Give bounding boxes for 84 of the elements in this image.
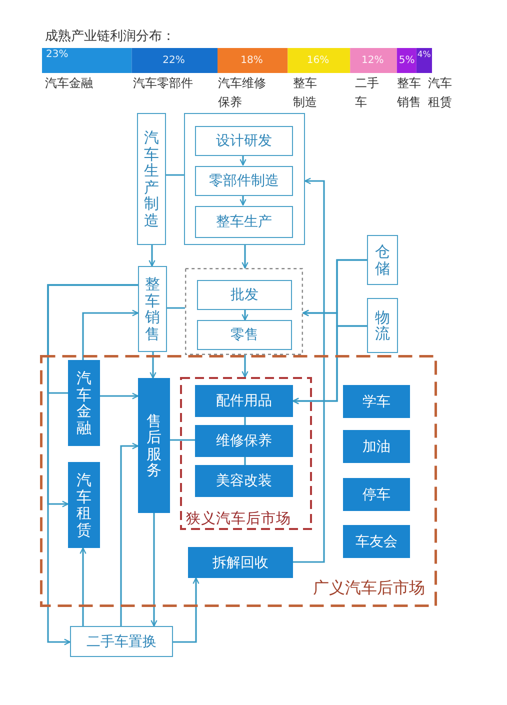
node-label: 整车销售 [145,276,160,342]
node-label: 仓储 [375,244,390,276]
arrow [148,245,156,267]
connector-line [244,417,246,425]
node-label: 零售 [230,326,260,345]
series-label: 整车制造 [293,75,317,111]
node-label: 加油 [362,438,392,456]
chart-title: 成熟产业链利润分布： [45,28,175,46]
series-label: 整车销售 [397,75,421,111]
node-label: 物流 [375,309,390,342]
value-label: 22% [162,55,185,67]
process-box [138,378,170,513]
connector-line [167,307,185,309]
arrow [240,155,246,166]
process-box [70,626,173,657]
arrow [82,310,139,360]
node-label: 美容改装 [215,472,273,491]
node-label: 批发 [230,286,260,305]
arrow [173,577,200,643]
process-box [68,360,100,446]
node-label: 狭义汽车后市场 [186,510,291,528]
series-label: 汽车零部件 [133,75,193,92]
process-box [367,298,398,353]
node-label: 汽车金融 [76,370,92,436]
value-label: 18% [240,55,263,67]
node-label: 停车 [362,486,392,504]
process-box [188,547,293,578]
arrow [100,392,139,400]
node-label: 整车生产 [215,213,273,232]
dashed-region [40,355,437,607]
arrow [292,325,367,404]
connector-line [170,439,195,441]
process-box [197,320,292,350]
arrow [150,513,158,627]
series-label: 汽车租赁 [428,75,452,111]
node-label: 拆解回收 [212,554,270,572]
node-label: 配件用品 [215,392,273,411]
group-box [184,113,305,245]
value-label: 5% [398,55,415,67]
node-label: 售后服务 [146,412,162,478]
process-box [137,113,166,245]
arrow [240,195,246,206]
node-label: 零部件制造 [208,172,280,191]
process-box [195,126,293,156]
arrow [120,442,139,626]
process-box [367,235,398,285]
arrow [242,355,248,378]
process-box [343,478,410,511]
arrow [150,352,156,379]
node-label: 二手车置换 [86,632,158,652]
process-box [343,525,410,558]
process-box [343,430,410,463]
process-box [195,465,293,497]
node-label: 学车 [362,392,392,412]
node-label: 汽车租赁 [76,472,92,538]
node-label: 汽车生产制造 [144,130,159,228]
arrow [242,245,248,269]
arrow [47,284,138,646]
process-box [195,206,293,238]
process-box [138,266,167,352]
process-box [68,462,100,548]
node-label: 设计研发 [215,132,273,151]
process-box [197,280,292,310]
value-label: 23% [46,49,68,61]
arrow [293,178,325,563]
process-box [343,385,410,418]
connector-line [244,457,246,465]
arrow [80,547,86,626]
group-box [185,268,303,355]
node-label: 车友会 [354,532,398,552]
value-label: 4% [417,49,431,61]
connector-line [166,174,184,176]
process-box [195,425,293,457]
series-label: 汽车维修保养 [218,75,266,111]
value-label: 16% [306,55,330,67]
process-box [195,385,293,417]
arrow [242,310,248,321]
node-label: 维修保养 [215,432,273,451]
value-label: 12% [362,55,384,67]
dashed-region [180,377,312,530]
series-label: 二手车 [355,75,379,111]
process-box [195,166,293,196]
node-label: 广义汽车后市场 [313,578,425,599]
series-label: 汽车金融 [45,75,93,92]
